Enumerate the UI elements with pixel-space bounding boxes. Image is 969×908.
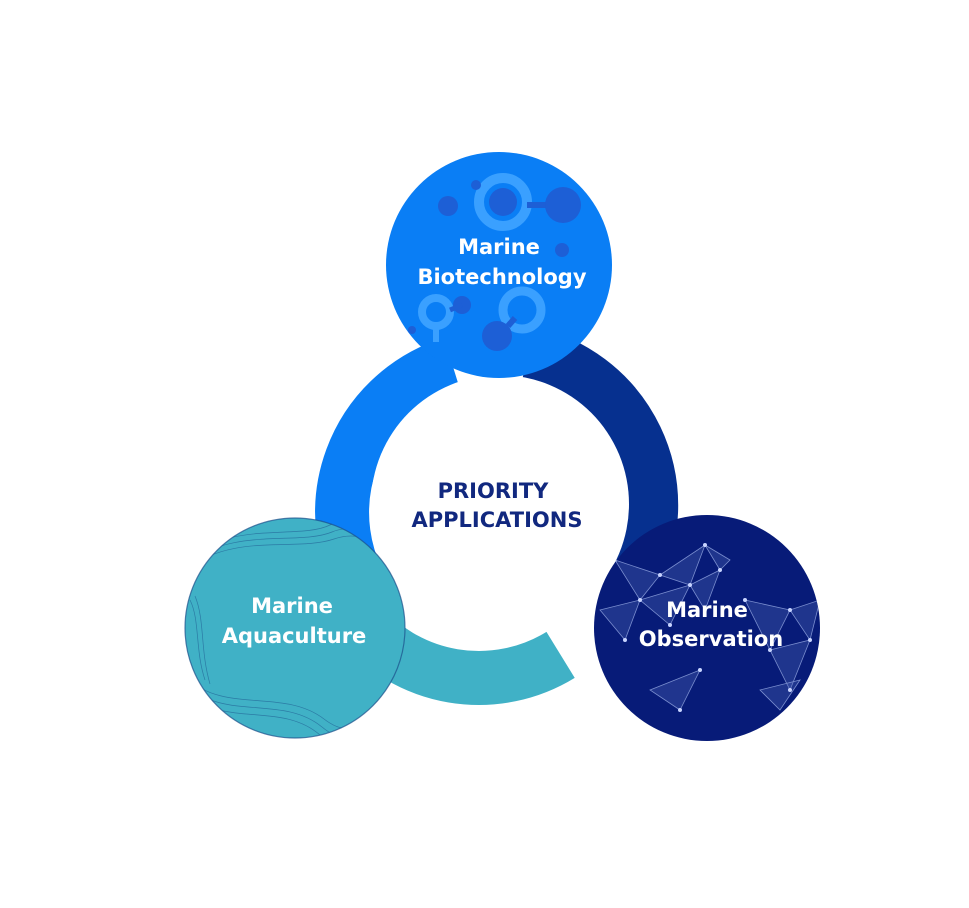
node-biotechnology-label-line2: Biotechnology [417, 265, 586, 289]
node-observation-label-line2: Observation [639, 627, 783, 651]
node-aquaculture-label-line1: Marine [251, 594, 333, 618]
node-observation-label-line1: Marine [666, 598, 748, 622]
center-disc [371, 375, 629, 633]
node-observation: Marine Observation [594, 515, 820, 741]
network-pattern [599, 543, 820, 712]
node-aquaculture: Marine Aquaculture [184, 517, 406, 739]
node-biotechnology: Marine Biotechnology [386, 152, 612, 378]
molecule-pattern [408, 173, 581, 351]
node-biotechnology-label-line1: Marine [458, 235, 540, 259]
node-aquaculture-label-line2: Aquaculture [222, 624, 367, 648]
center-title-line1: PRIORITY [438, 479, 550, 503]
center-title-line2: APPLICATIONS [412, 508, 583, 532]
